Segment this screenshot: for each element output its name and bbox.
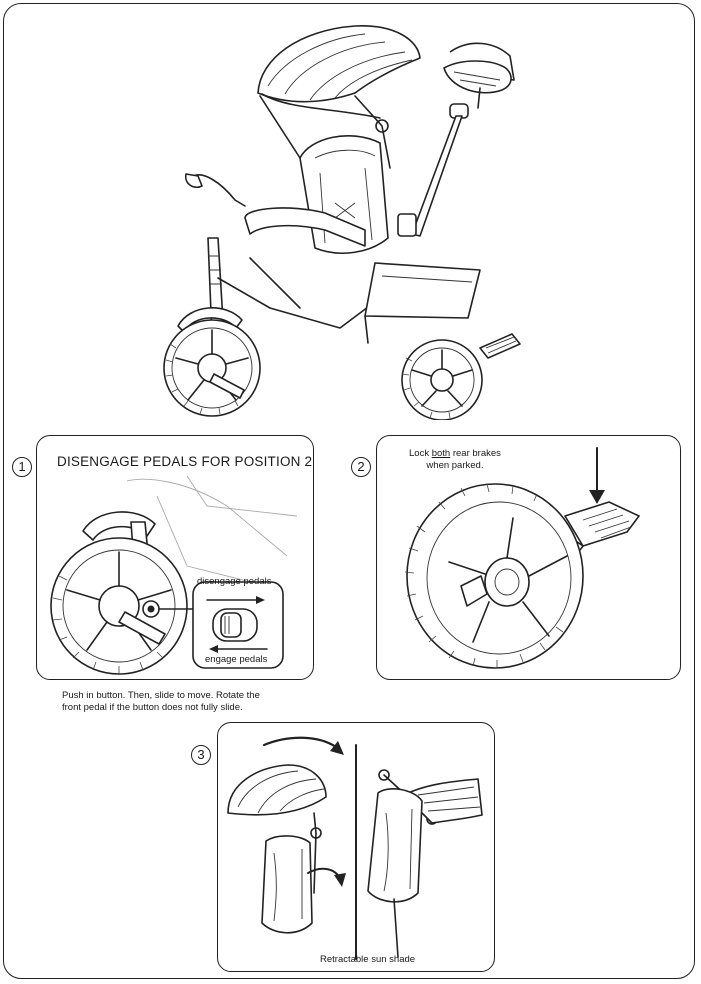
step-1-panel: DISENGAGE PEDALS FOR POSITION 2	[36, 435, 314, 680]
brake-note: Lock both rear brakes when parked.	[409, 448, 501, 472]
sun-shade-fold-detail-icon	[227, 736, 483, 960]
brake-note-emphasis: both	[431, 448, 451, 459]
step-3-panel: Retractable sun shade	[217, 722, 495, 972]
disengage-pedals-label: disengage pedals	[197, 576, 272, 587]
brake-note-prefix: Lock	[409, 448, 432, 459]
step-3-number: 3	[191, 745, 211, 765]
tricycle-illustration-icon	[163, 25, 521, 420]
front-wheel-pedal-detail-icon	[50, 475, 298, 675]
step-1-title: DISENGAGE PEDALS FOR POSITION 2	[57, 454, 313, 469]
step-3-caption: Retractable sun shade	[320, 954, 416, 965]
step-1-caption-line-1: Push in button. Then, slide to move. Rot…	[62, 690, 260, 701]
brake-note-line-2: when parked.	[426, 460, 484, 471]
step-1-number: 1	[12, 457, 32, 477]
engage-pedals-label: engage pedals	[205, 654, 268, 665]
step-1-caption-line-2: front pedal if the button does not fully…	[62, 702, 243, 713]
rear-wheel-brake-detail-icon	[404, 447, 640, 669]
step-2-panel: Lock both rear brakes when parked.	[376, 435, 681, 680]
page-frame	[3, 3, 695, 979]
step-2-number: 2	[351, 457, 371, 477]
brake-note-suffix: rear brakes	[450, 448, 501, 459]
step-1-caption: Push in button. Then, slide to move. Rot…	[62, 690, 322, 714]
